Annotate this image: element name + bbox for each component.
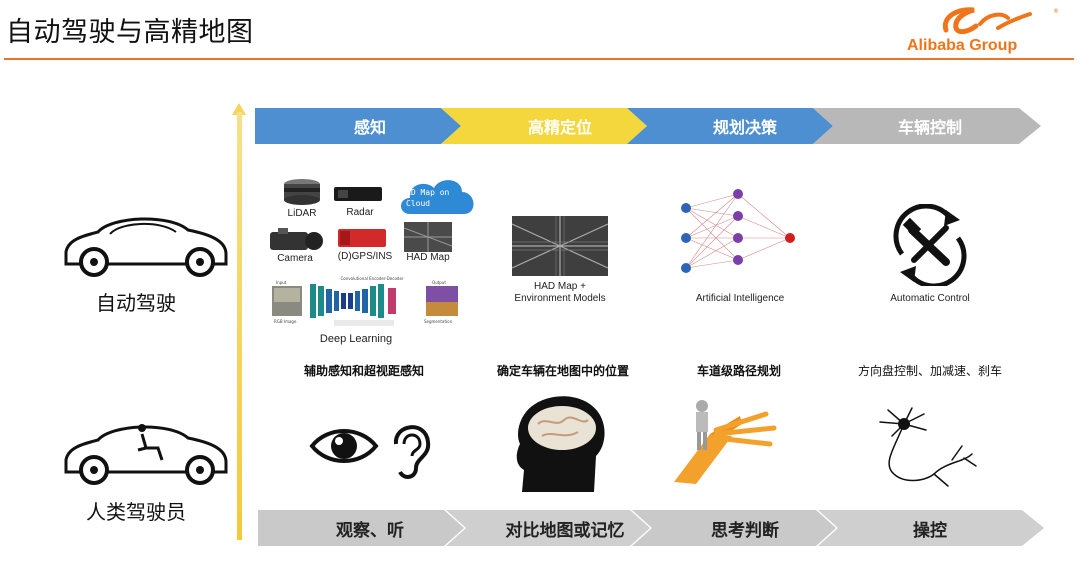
cloud-text-line1: HD Map on	[406, 187, 470, 198]
dl-header: Convolutional Encoder-Decoder	[332, 276, 412, 281]
camera-icon	[268, 226, 332, 254]
chevron-compare-label: 对比地图或记忆	[480, 510, 650, 546]
control-caption: Automatic Control	[870, 293, 990, 304]
deep-learning-diagram: Convolutional Encoder-Decoder Input Outp…	[272, 276, 460, 328]
chevron-think-label: 思考判断	[675, 510, 815, 546]
localization-caption-line2: Environment Models	[500, 293, 620, 305]
chevron-localization-label: 高精定位	[490, 108, 630, 144]
vertical-arrow-line	[237, 112, 242, 540]
dl-output-label: Output	[432, 280, 446, 285]
deep-learning-label: Deep Learning	[306, 333, 406, 345]
row-label-human: 人类驾驶员	[86, 496, 186, 525]
subtitle-planning: 车道级路径规划	[697, 362, 781, 379]
dl-rgb-label: RGB Image	[274, 319, 296, 324]
dl-input-label: Input	[276, 280, 286, 285]
planning-caption: Artificial Intelligence	[680, 293, 800, 304]
subtitle-control: 方向盘控制、加减速、刹车	[858, 362, 1002, 379]
camera-label: Camera	[270, 253, 320, 264]
neural-network-icon	[676, 186, 796, 278]
chevron-control-label: 车辆控制	[860, 108, 1000, 144]
chevron-perception-label: 感知	[300, 108, 440, 144]
car-icon	[60, 208, 232, 278]
localization-caption: HAD Map + Environment Models	[500, 281, 620, 305]
automatic-control-icon	[888, 204, 972, 286]
lidar-icon	[280, 176, 324, 206]
ear-icon	[386, 416, 434, 482]
had-map-image-icon	[512, 216, 608, 276]
had-map-thumb-icon	[404, 222, 452, 252]
page-title: 自动驾驶与高精地图	[6, 10, 254, 49]
logo-text: Alibaba Group	[907, 37, 1017, 55]
cloud-text-line2: Cloud	[406, 198, 470, 209]
localization-caption-line1: HAD Map +	[500, 281, 620, 293]
brain-head-icon	[512, 392, 608, 494]
chevron-planning-label: 规划决策	[675, 108, 815, 144]
title-divider	[4, 58, 1074, 60]
dl-seg-label: Segmentation	[424, 319, 452, 324]
chevron-observe-label: 观察、听	[300, 510, 440, 546]
person-paths-icon	[670, 394, 790, 486]
lidar-label: LiDAR	[276, 208, 328, 219]
had-map-label: HAD Map	[400, 252, 456, 263]
car-with-driver-icon	[60, 416, 232, 486]
eye-icon	[308, 424, 380, 468]
row-label-auto: 自动驾驶	[96, 287, 176, 316]
chevron-operate-label: 操控	[860, 510, 1000, 546]
neuron-icon	[868, 402, 980, 494]
gps-ins-label: (D)GPS/INS	[330, 251, 400, 262]
subtitle-perception: 辅助感知和超视距感知	[304, 362, 424, 379]
cloud-text: HD Map on Cloud	[406, 187, 470, 209]
gps-ins-icon	[336, 226, 390, 250]
subtitle-localization: 确定车辆在地图中的位置	[497, 362, 629, 379]
radar-icon	[332, 184, 384, 204]
logo-registered-mark: ®	[1053, 8, 1059, 15]
radar-label: Radar	[338, 207, 382, 218]
alibaba-logo-icon	[938, 4, 1038, 38]
